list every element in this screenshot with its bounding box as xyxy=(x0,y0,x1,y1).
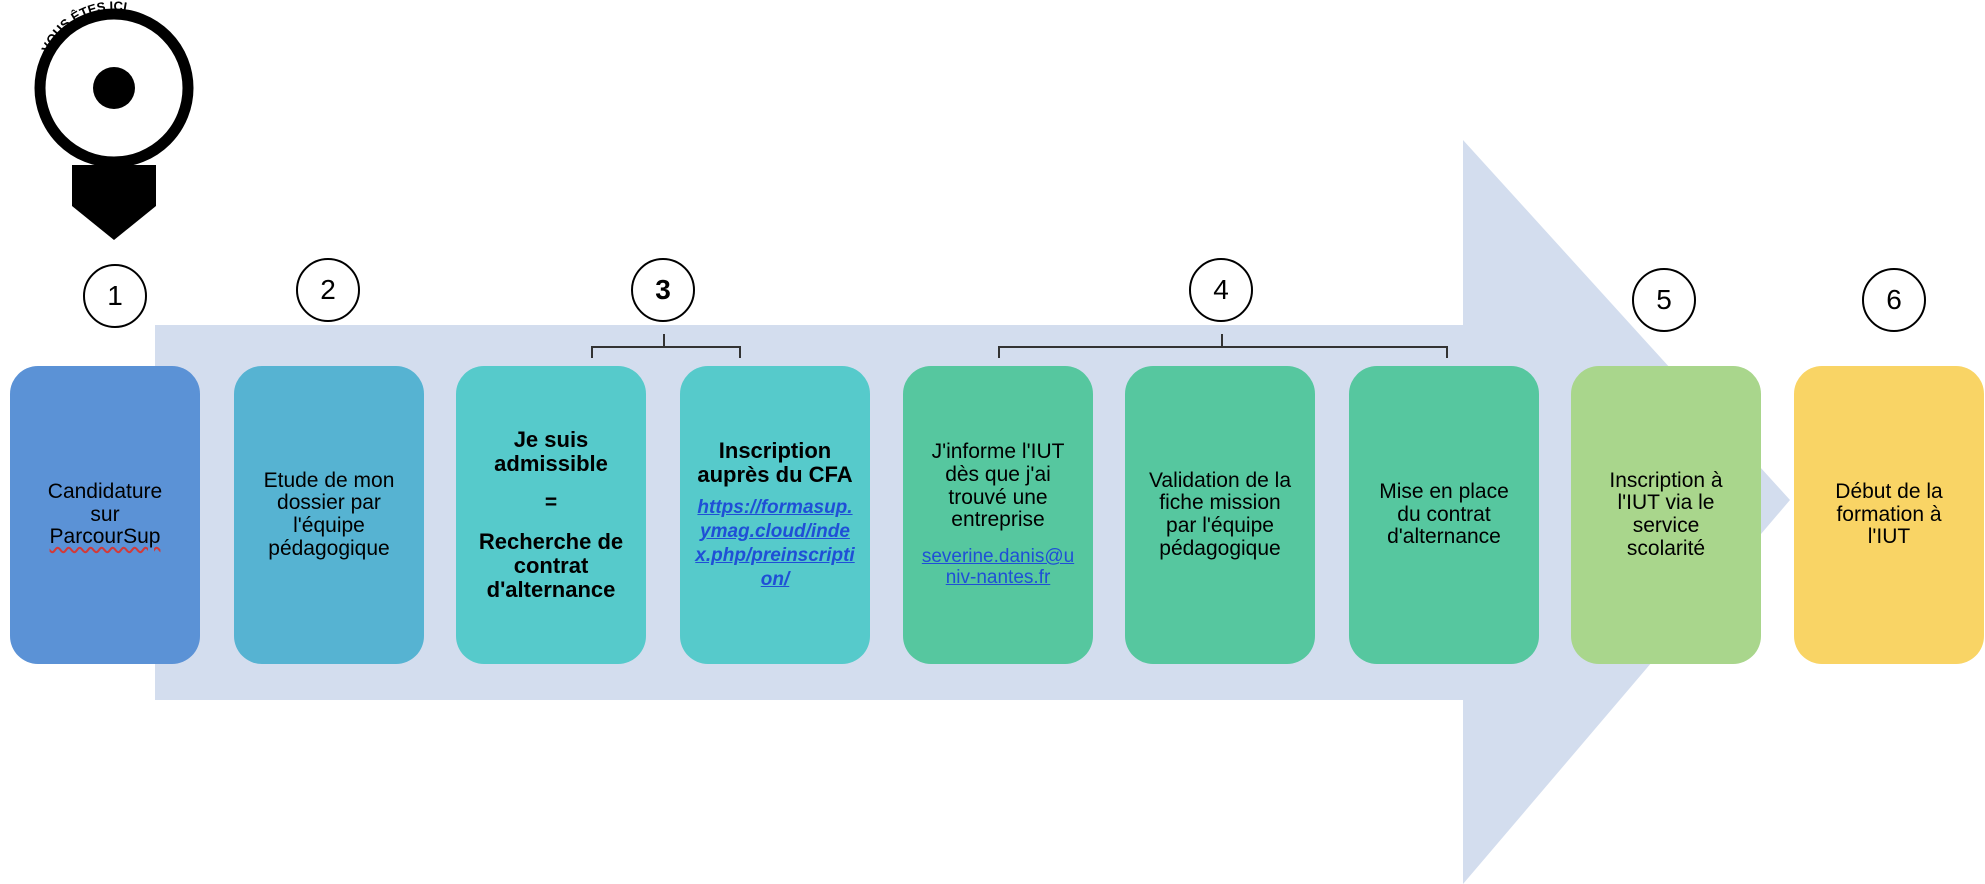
bracket-4 xyxy=(998,346,1448,358)
cfa-link[interactable]: https://formasup.ymag.cloud/index.php/pr… xyxy=(695,497,855,590)
card-admissible-equals: = xyxy=(544,490,558,514)
bracket-3 xyxy=(591,346,741,358)
card-etude-dossier: Etude de mon dossier par l'équipe pédago… xyxy=(234,366,424,664)
marker-pointer-icon xyxy=(72,165,156,240)
contact-email-link[interactable]: severine.danis@univ-nantes.fr xyxy=(921,546,1075,589)
step-number-5: 5 xyxy=(1632,268,1696,332)
bracket-4-stem xyxy=(1221,334,1223,346)
svg-text:VOUS ÊTES ICI: VOUS ÊTES ICI xyxy=(38,0,128,55)
location-dot-icon xyxy=(93,67,135,109)
card-inscription-text: Inscription à l'IUT via le service scola… xyxy=(1609,468,1723,560)
card-validation: Validation de la fiche mission par l'équ… xyxy=(1125,366,1315,664)
step-number-6: 6 xyxy=(1862,268,1926,332)
step-number-4: 4 xyxy=(1189,258,1253,322)
card-candidature-line3: ParcourSup xyxy=(49,525,161,549)
card-admissible-line1: Je suis admissible xyxy=(494,427,608,477)
step-number-1: 1 xyxy=(83,264,147,328)
card-validation-text: Validation de la fiche mission par l'équ… xyxy=(1148,468,1292,560)
card-etude-text: Etude de mon dossier par l'équipe pédago… xyxy=(263,468,395,560)
step-number-3: 3 xyxy=(631,258,695,322)
card-debut-text: Début de la formation à l'IUT xyxy=(1835,479,1943,549)
card-cfa-title: Inscription auprès du CFA xyxy=(697,437,853,487)
card-admissible: Je suis admissible = Recherche de contra… xyxy=(456,366,646,664)
marker-label: VOUS ÊTES ICI xyxy=(38,0,128,55)
card-informe-iut: J'informe l'IUT dès que j'ai trouvé une … xyxy=(903,366,1093,664)
card-candidature: Candidature sur ParcourSup xyxy=(10,366,200,664)
card-inscription-cfa: Inscription auprès du CFA https://formas… xyxy=(680,366,870,664)
card-candidature-line2: sur xyxy=(90,502,120,526)
card-informe-text: J'informe l'IUT dès que j'ai trouvé une … xyxy=(931,440,1065,532)
card-candidature-line1: Candidature xyxy=(47,479,163,503)
you-are-here-marker: VOUS ÊTES ICI xyxy=(34,0,194,240)
card-debut-formation: Début de la formation à l'IUT xyxy=(1794,366,1984,664)
card-contrat-text: Mise en place du contrat d'alternance xyxy=(1379,479,1509,549)
bracket-3-stem xyxy=(663,334,665,346)
card-admissible-line2: Recherche de contrat d'alternance xyxy=(478,529,624,602)
card-contrat: Mise en place du contrat d'alternance xyxy=(1349,366,1539,664)
card-inscription-iut: Inscription à l'IUT via le service scola… xyxy=(1571,366,1761,664)
step-number-2: 2 xyxy=(296,258,360,322)
